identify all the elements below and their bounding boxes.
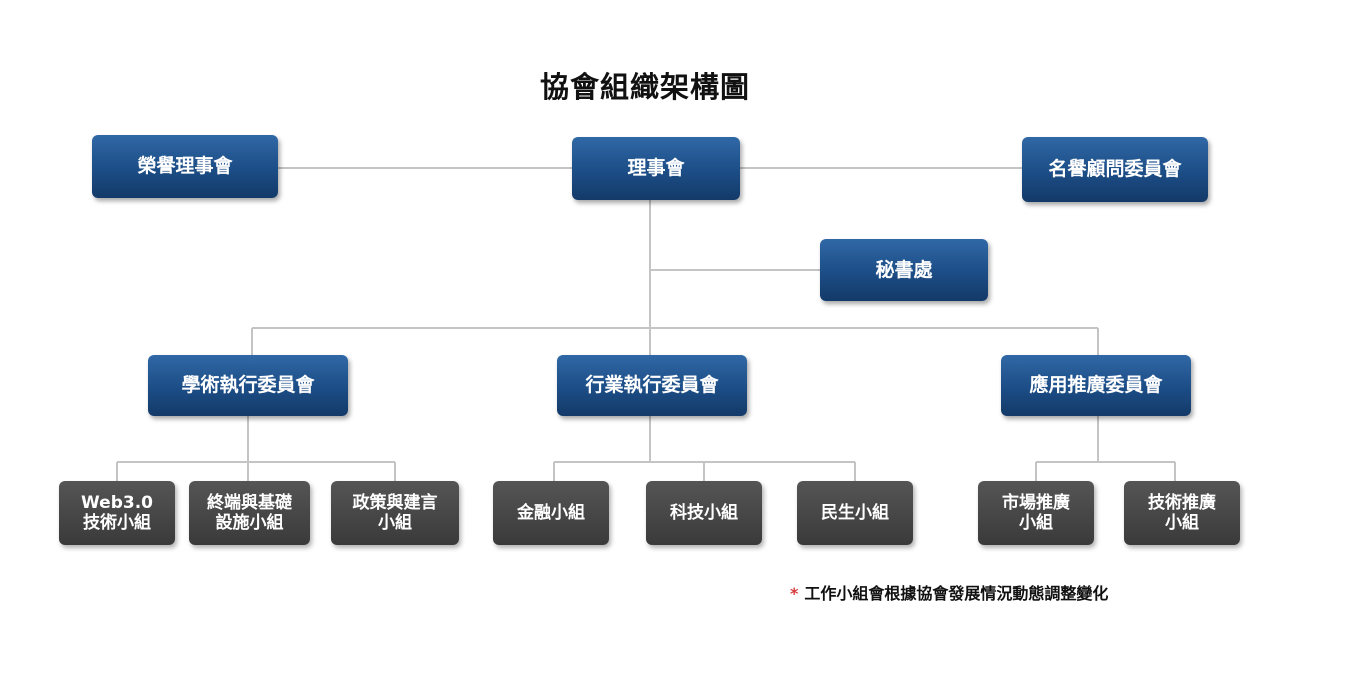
page-title: 協會組織架構圖 [539, 70, 750, 104]
group-livelihood-label: 民生小組 [821, 502, 889, 523]
industry-committee-box: 行業執行委員會 [557, 355, 747, 416]
group-policy-label: 政策與建言 小組 [352, 492, 438, 533]
group-tech-label: 科技小組 [670, 502, 738, 523]
application-committee-label: 應用推廣委員會 [1029, 374, 1163, 397]
group-policy-box: 政策與建言 小組 [331, 481, 459, 545]
advisory-committee-label: 名譽顧問委員會 [1048, 158, 1182, 181]
group-livelihood-box: 民生小組 [797, 481, 913, 545]
board-box: 理事會 [572, 137, 740, 200]
academic-committee-label: 學術執行委員會 [181, 374, 315, 397]
academic-committee-box: 學術執行委員會 [148, 355, 348, 416]
group-web3-box: Web3.0 技術小組 [59, 481, 175, 545]
group-tech-promo-label: 技術推廣 小組 [1148, 492, 1216, 533]
honorary-board-label: 榮譽理事會 [137, 155, 233, 178]
board-label: 理事會 [627, 157, 685, 180]
group-tech-promo-box: 技術推廣 小組 [1124, 481, 1240, 545]
group-terminal-box: 終端與基礎 設施小組 [189, 481, 310, 545]
group-terminal-label: 終端與基礎 設施小組 [207, 492, 292, 533]
group-web3-label: Web3.0 技術小組 [81, 492, 153, 533]
honorary-board-box: 榮譽理事會 [92, 135, 278, 198]
footnote-text: 工作小組會根據協會發展情況動態調整變化 [804, 584, 1109, 603]
footnote: * 工作小組會根據協會發展情況動態調整變化 [790, 580, 1108, 604]
footnote-marker: * [790, 584, 799, 603]
advisory-committee-box: 名譽顧問委員會 [1022, 137, 1208, 202]
group-finance-box: 金融小組 [493, 481, 609, 545]
secretariat-box: 秘書處 [820, 239, 988, 301]
group-tech-box: 科技小組 [646, 481, 762, 545]
group-finance-label: 金融小組 [517, 502, 585, 523]
application-committee-box: 應用推廣委員會 [1001, 355, 1191, 416]
industry-committee-label: 行業執行委員會 [585, 374, 719, 397]
group-market-box: 市場推廣 小組 [978, 481, 1094, 545]
group-market-label: 市場推廣 小組 [1002, 492, 1070, 533]
secretariat-label: 秘書處 [875, 258, 933, 281]
